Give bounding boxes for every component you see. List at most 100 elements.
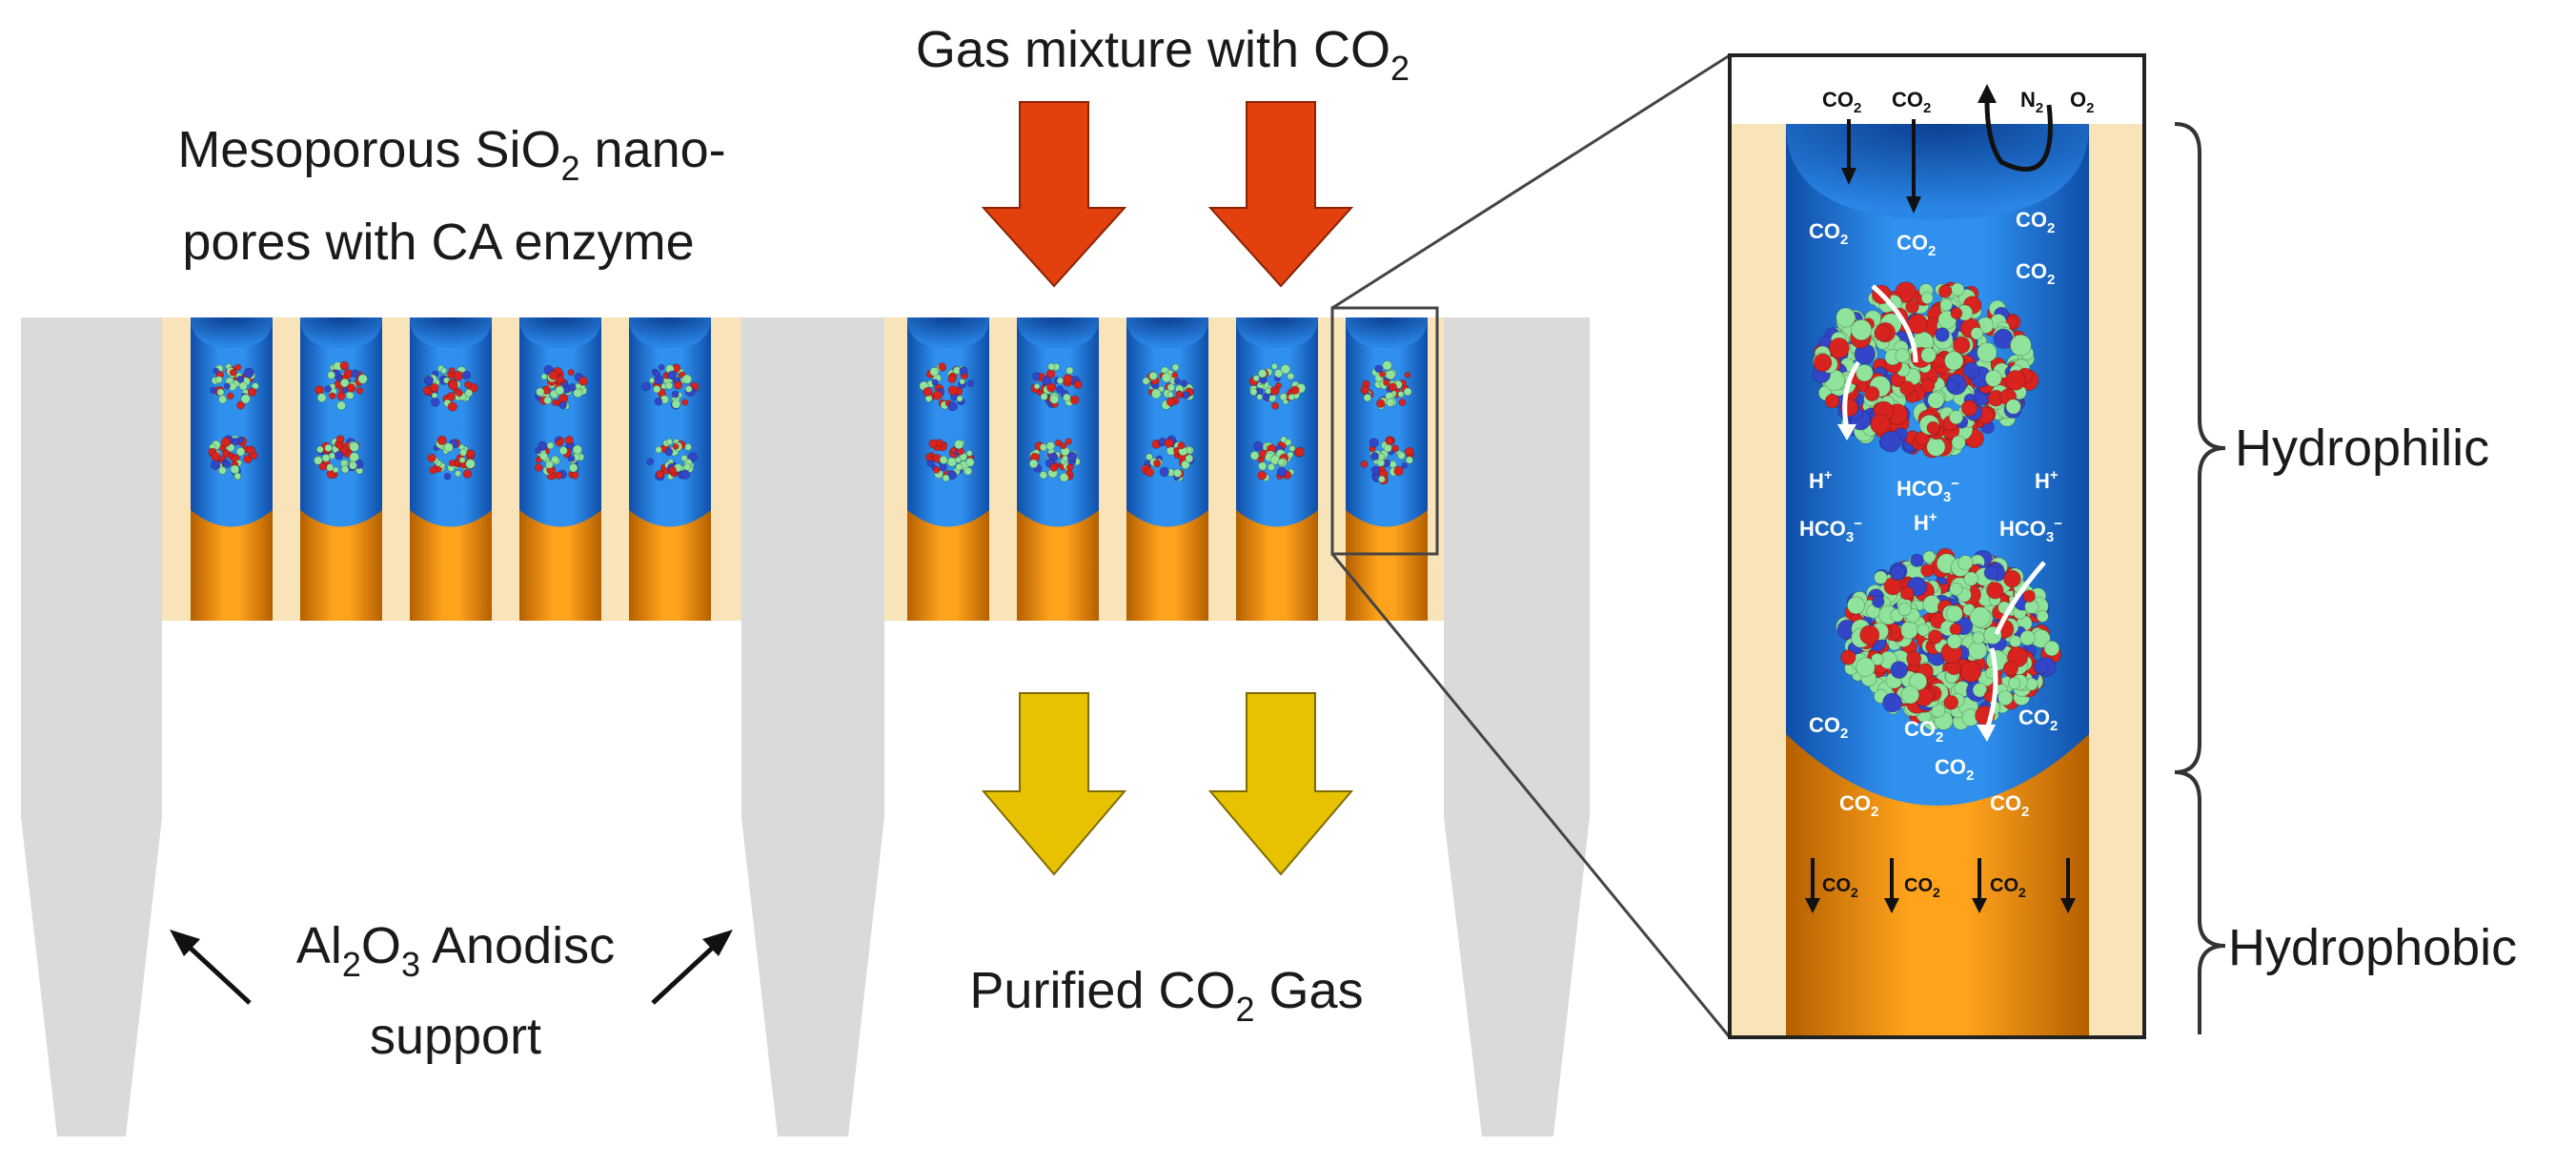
reaction-flow-arrow-icon xyxy=(1984,647,1998,730)
nanopore-meniscus xyxy=(907,317,989,348)
enzyme-atom xyxy=(1388,382,1398,392)
enzyme-atom xyxy=(446,392,456,401)
enzyme-atom xyxy=(1360,385,1369,395)
enzyme-atom xyxy=(336,400,347,411)
nanopore xyxy=(1346,317,1428,621)
co2-label: CO2 xyxy=(1839,791,1878,820)
ca-enzyme-cluster xyxy=(641,363,700,410)
outlet-arrow-icon xyxy=(1207,692,1354,876)
enzyme-atom xyxy=(2043,640,2060,657)
enzyme-atom xyxy=(1900,685,1920,705)
pointer-arrow-left-icon xyxy=(184,942,252,1005)
enzyme-atom xyxy=(448,367,456,375)
nanopore xyxy=(1126,317,1208,621)
enzyme-atom xyxy=(463,380,472,389)
arrowhead-icon xyxy=(1884,898,1899,913)
enzyme-atom xyxy=(959,366,968,376)
enzyme-atom xyxy=(1984,370,2002,387)
enzyme-atom xyxy=(1182,391,1190,399)
enzyme-atom xyxy=(1824,394,1840,409)
ca-enzyme-cluster xyxy=(314,360,368,411)
enzyme-atom xyxy=(665,438,674,446)
enzyme-atom xyxy=(1063,374,1073,384)
co2-label: CO2 xyxy=(1822,88,1861,116)
enzyme-atom xyxy=(1059,472,1069,482)
enzyme-atom xyxy=(1950,282,1965,297)
h-plus-label: H+ xyxy=(2035,467,2059,493)
enzyme-atom xyxy=(1949,410,1964,425)
enzyme-atom xyxy=(1401,461,1409,469)
enzyme-atom xyxy=(1262,393,1270,401)
enzyme-atom xyxy=(926,459,935,467)
enzyme-atom xyxy=(672,442,679,450)
inlet-arrow-icon xyxy=(1207,101,1354,288)
enzyme-atom xyxy=(536,387,545,397)
enzyme-atom xyxy=(327,370,336,379)
co2-label: CO2 xyxy=(1935,755,1974,784)
enzyme-atom xyxy=(235,446,246,457)
enzyme-atom xyxy=(346,382,356,393)
enzyme-atom xyxy=(538,440,548,451)
reaction-flow-arrow-icon xyxy=(1871,284,1918,363)
enzyme-atom xyxy=(236,375,245,383)
ca-enzyme-cluster xyxy=(1141,435,1195,482)
enzyme-atom xyxy=(1959,661,1982,683)
enzyme-atom xyxy=(1920,347,1937,363)
enzyme-atom xyxy=(1813,353,1833,373)
enzyme-atom xyxy=(1943,695,1959,710)
enzyme-atom xyxy=(1290,385,1300,395)
top-meniscus xyxy=(1786,124,2089,219)
enzyme-atom xyxy=(230,464,240,475)
enzyme-atom xyxy=(464,388,474,398)
enzyme-atom xyxy=(430,397,440,407)
nanopore xyxy=(519,317,601,621)
enzyme-atom xyxy=(568,462,578,473)
nanopore xyxy=(629,317,711,621)
enzyme-atom xyxy=(1917,624,1930,637)
enzyme-atom xyxy=(1252,375,1260,382)
enzyme-atom xyxy=(658,363,665,371)
enzyme-atom xyxy=(1828,337,1850,358)
enzyme-atom xyxy=(947,375,957,384)
enzyme-atom xyxy=(546,441,555,450)
enzyme-atom xyxy=(931,378,939,386)
enzyme-atom xyxy=(953,440,964,450)
enzyme-atom xyxy=(1983,564,1999,581)
enzyme-atom xyxy=(247,387,257,398)
nanopore-hydrophilic xyxy=(1236,317,1318,527)
enzyme-atom xyxy=(1374,364,1383,374)
enzyme-atom xyxy=(1279,393,1288,401)
enzyme-atom xyxy=(664,447,674,457)
enzyme-atom xyxy=(939,455,948,465)
enzyme-atom xyxy=(1383,443,1393,453)
enzyme-atom xyxy=(1403,387,1412,397)
enzyme-atom xyxy=(664,381,674,390)
enzyme-atom xyxy=(955,462,963,471)
enzyme-atom xyxy=(462,469,473,479)
enzyme-atom xyxy=(1405,456,1414,464)
nanopore-hydrophilic xyxy=(300,317,382,527)
pointer-arrowhead-icon xyxy=(702,930,733,956)
enzyme-atom xyxy=(348,460,357,470)
enzyme-atom xyxy=(1269,385,1280,396)
zoom-line-bottom xyxy=(1330,553,1732,1038)
enzyme-atom xyxy=(656,469,665,480)
ca-enzyme-cluster xyxy=(1248,362,1307,410)
arrowhead-icon xyxy=(1977,725,1996,742)
enzyme-atom xyxy=(1150,388,1162,399)
nanopore-array xyxy=(191,317,1428,621)
enzyme-atom xyxy=(558,446,568,456)
co2-label: CO2 xyxy=(1990,791,2029,820)
nanopore-meniscus xyxy=(1126,317,1208,348)
enzyme-atom xyxy=(357,374,368,384)
enzyme-atom xyxy=(1937,284,1953,298)
enzyme-atom xyxy=(1171,371,1179,378)
enzyme-atom xyxy=(1056,377,1065,385)
enzyme-atom xyxy=(1879,431,1902,453)
enzyme-atom xyxy=(1039,443,1048,452)
enzyme-atom xyxy=(1369,451,1380,461)
enzyme-atom xyxy=(1398,398,1407,406)
ca-enzyme-cluster xyxy=(1142,363,1194,410)
enzyme-atom xyxy=(955,456,963,463)
ca-enzyme-clusters xyxy=(1812,281,2062,731)
